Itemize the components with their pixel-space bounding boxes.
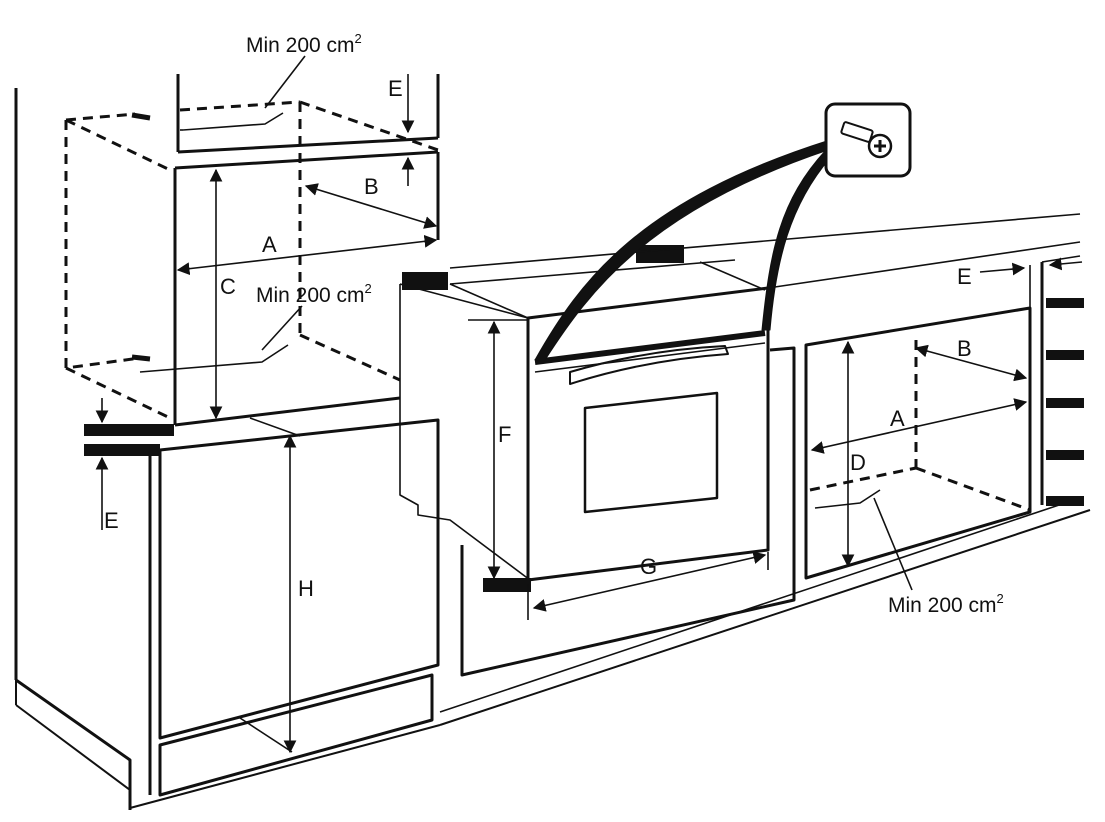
label-left-E-top: E xyxy=(388,76,403,101)
label-right-E: E xyxy=(957,264,972,289)
oven-mounting-bars xyxy=(402,245,684,592)
screw-icon xyxy=(824,102,912,178)
left-spacer-bars xyxy=(84,424,174,456)
label-right-A: A xyxy=(890,406,905,431)
note-bottom-right-text: Min 200 cm xyxy=(888,594,997,617)
label-right-B: B xyxy=(957,336,972,361)
note-bottom-right: Min 200 cm2 xyxy=(888,591,1004,617)
label-F: F xyxy=(498,422,511,447)
note-bottom-right-sup: 2 xyxy=(997,591,1004,606)
label-G: G xyxy=(640,554,657,579)
note-top-text: Min 200 cm xyxy=(246,34,355,57)
note-middle-sup: 2 xyxy=(365,281,372,296)
worktop xyxy=(449,213,1081,289)
left-tall-cabinet xyxy=(14,74,441,810)
note-middle-text: Min 200 cm xyxy=(256,284,365,307)
note-middle: Min 200 cm2 xyxy=(256,281,372,307)
label-right-D: D xyxy=(850,450,866,475)
right-vent-opening xyxy=(814,489,881,509)
left-oven-outline-dashed xyxy=(64,100,439,420)
note-top: Min 200 cm2 xyxy=(246,31,362,57)
label-left-E-bottom: E xyxy=(104,508,119,533)
label-left-B: B xyxy=(364,174,379,199)
area-notes: Min 200 cm2 Min 200 cm2 Min 200 cm2 xyxy=(246,31,1004,617)
note-top-sup: 2 xyxy=(355,31,362,46)
label-left-C: C xyxy=(220,274,236,299)
label-H: H xyxy=(298,576,314,601)
label-left-A: A xyxy=(262,232,277,257)
left-vent-openings xyxy=(131,112,289,373)
right-spacer-bars xyxy=(1046,298,1084,506)
dimension-arrows xyxy=(95,55,1083,754)
dimension-letters: E B A C E H F G E B A D xyxy=(104,76,972,601)
